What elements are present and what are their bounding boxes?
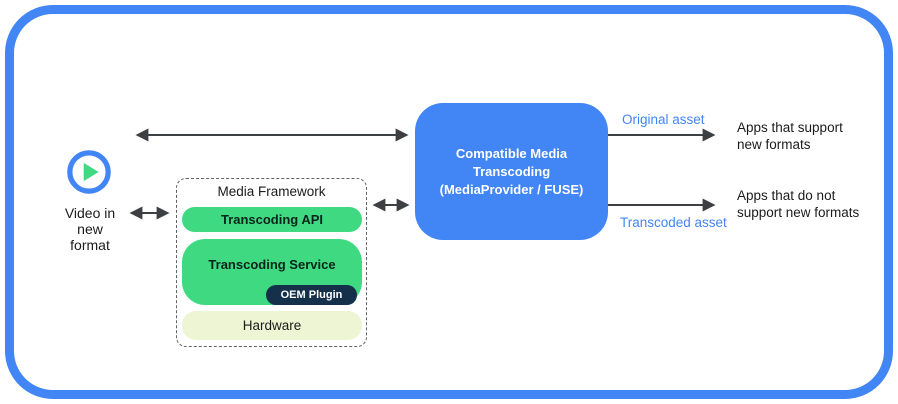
apps-support-label: Apps that support new formats xyxy=(737,120,843,152)
transcoded-asset-label: Transcoded asset xyxy=(620,215,727,230)
transcoding-service-label: Transcoding Service xyxy=(208,257,336,272)
original-asset-label: Original asset xyxy=(622,112,705,127)
media-framework-title: Media Framework xyxy=(217,184,326,199)
apps-not-support-label: Apps that do not support new formats xyxy=(737,188,860,220)
play-icon xyxy=(67,150,111,194)
transcoding-api-pill: Transcoding API xyxy=(182,207,362,232)
hardware-pill: Hardware xyxy=(182,311,362,340)
outer-frame xyxy=(5,5,893,399)
transcoding-service-box: Transcoding Service OEM Plugin xyxy=(182,239,362,305)
oem-plugin-pill: OEM Plugin xyxy=(266,285,357,305)
compatible-media-transcoding-box: Compatible Media Transcoding (MediaProvi… xyxy=(415,103,608,240)
video-source-label: Video in new format xyxy=(64,205,116,253)
